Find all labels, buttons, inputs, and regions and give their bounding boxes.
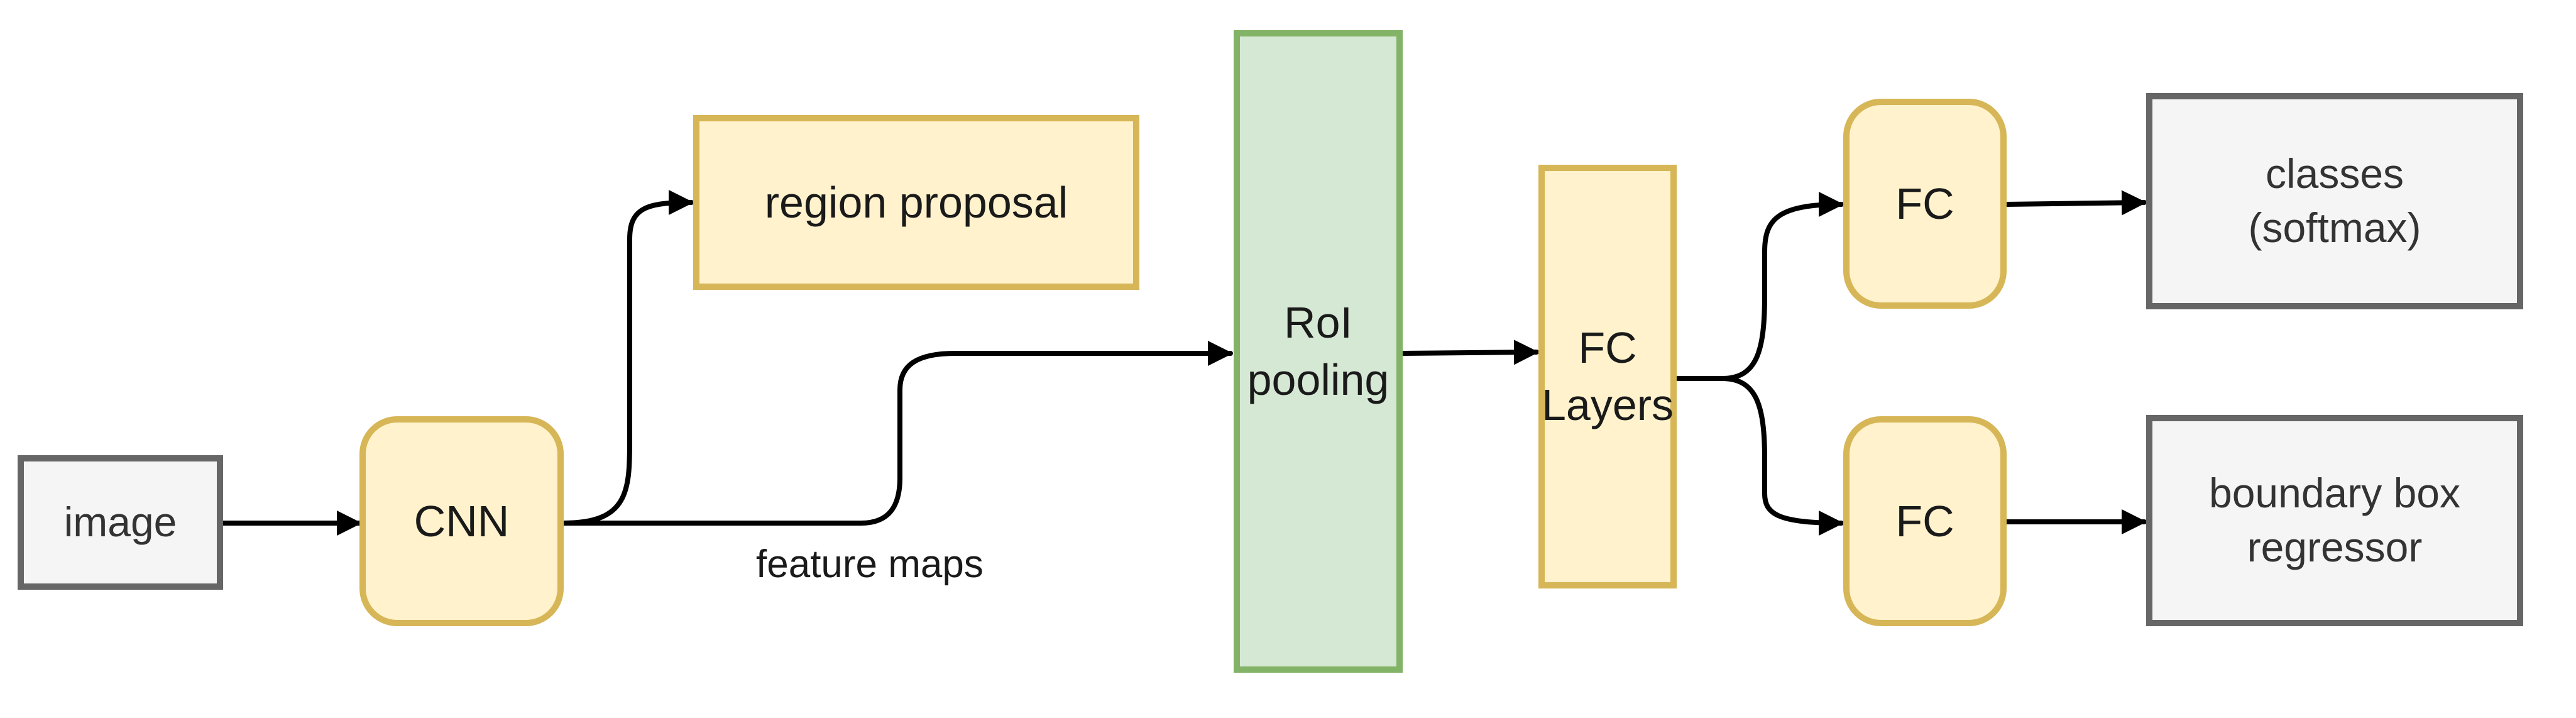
edge-cnn-to-region-proposal — [561, 190, 694, 526]
roi-pooling-node: RoI pooling — [1234, 30, 1403, 673]
cnn-node: CNN — [359, 416, 564, 626]
edge-fc-top-to-classes — [2004, 190, 2147, 216]
edge-roi-to-fc-layers — [1400, 340, 1539, 365]
region-proposal-label: region proposal — [764, 177, 1068, 227]
bbox-regressor-label-line2: regressor — [2247, 524, 2423, 570]
fc-bottom-node: FC — [1843, 416, 2007, 626]
fc-top-label: FC — [1895, 179, 1954, 228]
fc-layers-label-line1: FC — [1578, 323, 1637, 372]
edge-cnn-to-roi-pooling — [561, 341, 1233, 526]
edge-fc-layers-to-fc-bottom — [1674, 376, 1844, 536]
fc-layers-label-line2: Layers — [1541, 380, 1674, 429]
image-label: image — [63, 499, 177, 546]
bbox-regressor-label-line1: boundary box — [2209, 470, 2460, 517]
region-proposal-node: region proposal — [693, 115, 1139, 290]
bbox-regressor-node: boundary box regressor — [2146, 415, 2523, 626]
fc-layers-node: FC Layers — [1538, 165, 1677, 588]
fc-bottom-label: FC — [1895, 496, 1954, 546]
fc-top-node: FC — [1843, 99, 2007, 309]
classes-node: classes (softmax) — [2146, 93, 2523, 309]
cnn-label: CNN — [414, 496, 510, 546]
roi-pooling-label-line2: pooling — [1247, 355, 1389, 404]
classes-label-line1: classes — [2265, 150, 2404, 197]
edge-fc-layers-to-fc-top — [1674, 192, 1844, 381]
image-node: image — [18, 455, 223, 590]
roi-pooling-label-line1: RoI — [1284, 298, 1352, 347]
classes-label-line2: (softmax) — [2248, 204, 2421, 251]
feature-maps-label: feature maps — [756, 543, 984, 586]
